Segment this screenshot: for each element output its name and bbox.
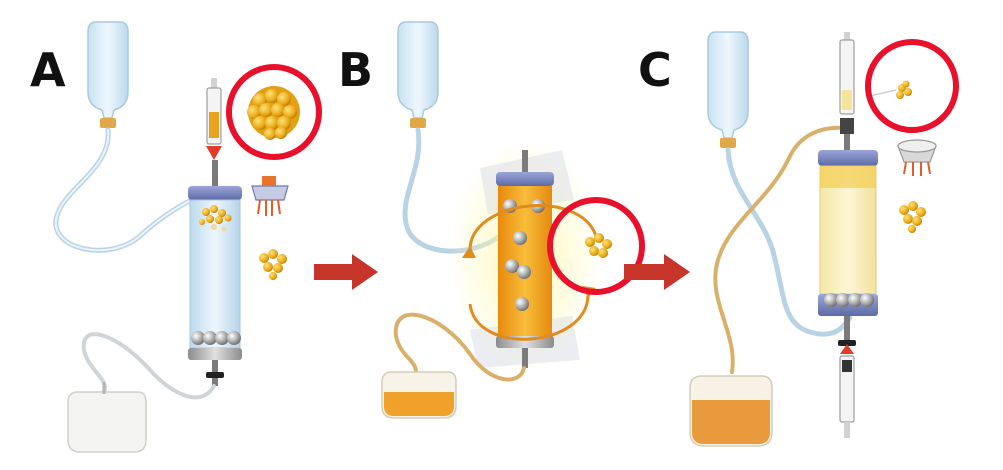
syringe-icon (839, 344, 855, 438)
stopcock-icon (838, 340, 856, 346)
drainage-bag-icon (689, 375, 773, 447)
process-arrow-icon (314, 254, 378, 290)
strainer-icon (251, 176, 289, 216)
drain-tubing (81, 332, 216, 400)
panel-a (53, 21, 322, 453)
syringe-icon (839, 32, 855, 134)
panel-label-a: A (30, 43, 66, 97)
strainer-icon (897, 139, 937, 176)
cell-cluster-icon (259, 249, 287, 280)
rotation-arrow-icon (468, 295, 590, 341)
amber-tubing (713, 125, 846, 374)
drainage-bag-icon (381, 371, 457, 419)
iv-bottle-icon (397, 21, 439, 128)
column-icon (188, 160, 242, 386)
amber-tubing (393, 312, 526, 382)
highlight-ring (865, 39, 959, 133)
syringe-icon (206, 78, 222, 160)
iv-bottle-icon (87, 21, 129, 128)
cell-cluster-icon (899, 201, 926, 233)
column-icon (818, 134, 878, 344)
highlight-ring (226, 64, 322, 160)
highlight-ring (547, 197, 645, 295)
cell-cluster-icon (247, 86, 300, 140)
panel-label-b: B (338, 43, 374, 97)
iv-bottle-icon (707, 31, 749, 148)
bead-icon (824, 293, 874, 307)
cell-cluster-icon (199, 205, 232, 232)
clear-tubing (725, 147, 853, 337)
panel-label-c: C (638, 43, 672, 97)
bead-icon (191, 331, 241, 345)
column-icon (496, 150, 554, 368)
rotation-arrow-icon (468, 204, 598, 251)
process-arrow-icon (624, 254, 690, 290)
stopcock-icon (206, 372, 224, 378)
cell-cluster-icon (869, 80, 912, 99)
panel-b (381, 21, 645, 419)
cell-cluster-icon (585, 233, 612, 258)
drainage-bag-icon (67, 382, 147, 453)
panel-c (689, 31, 959, 447)
